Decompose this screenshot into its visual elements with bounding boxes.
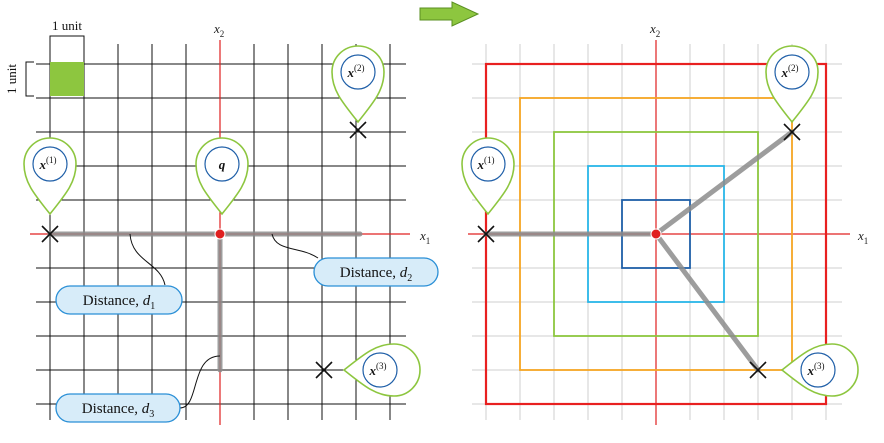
- path-to-x3: [653, 231, 761, 373]
- unit-label-horizontal: 1 unit: [52, 18, 82, 33]
- svg-text:x(2): x(2): [347, 63, 365, 80]
- pin-label-x3: x(3): [362, 352, 398, 388]
- right-panel-chebyshev: x1 x2 x(1) x(2): [461, 21, 868, 425]
- x-mark-icon: [41, 225, 59, 243]
- callout-distance-d2: Distance, d2: [313, 257, 439, 287]
- left-axis-x1-label: x1: [419, 228, 430, 246]
- right-arrow-icon: [419, 1, 480, 27]
- callout-connector-d3: [179, 355, 221, 409]
- left-axis-x2-label: x2: [213, 21, 224, 39]
- left-panel-manhattan: 1 unit 1 unit x1 x2 Distance, d1: [4, 18, 439, 425]
- red-dot-icon: [214, 228, 226, 240]
- svg-text:Distance, d1: Distance, d1: [83, 293, 155, 312]
- unit-square: [50, 62, 84, 96]
- callout-distance-d3: Distance, d3: [55, 393, 181, 423]
- x-mark-icon: [783, 123, 801, 141]
- x-mark-icon: [477, 225, 495, 243]
- path-to-x2: [653, 129, 795, 237]
- svg-text:x(1): x(1): [477, 155, 495, 172]
- right-axis-x1-label: x1: [857, 228, 868, 246]
- map-pin-icon: x(2): [331, 45, 385, 124]
- callout-connector-d2: [271, 233, 319, 259]
- x-mark-icon: [349, 121, 367, 139]
- x-mark-icon: [749, 361, 767, 379]
- pin-label-x3-right: x(3): [800, 352, 836, 388]
- svg-text:Distance, d3: Distance, d3: [82, 401, 154, 420]
- svg-text:x(3): x(3): [807, 361, 825, 378]
- svg-text:Distance, d2: Distance, d2: [340, 265, 412, 284]
- unit-bracket-horizontal: [49, 35, 85, 44]
- svg-text:x(2): x(2): [781, 63, 799, 80]
- map-pin-icon: x(1): [461, 137, 515, 216]
- map-pin-icon: x(2): [765, 45, 819, 124]
- callout-distance-d1: Distance, d1: [55, 285, 183, 315]
- red-dot-icon: [650, 228, 662, 240]
- svg-text:x(1): x(1): [39, 155, 57, 172]
- map-pin-icon: q: [195, 137, 249, 216]
- svg-text:x(3): x(3): [369, 361, 387, 378]
- right-axis-x2-label: x2: [649, 21, 660, 39]
- map-pin-icon: x(1): [23, 137, 77, 216]
- unit-label-vertical: 1 unit: [4, 64, 19, 94]
- svg-text:q: q: [219, 157, 226, 172]
- x-mark-icon: [315, 361, 333, 379]
- callout-connector-d1: [129, 233, 166, 286]
- unit-bracket-vertical: [25, 61, 34, 97]
